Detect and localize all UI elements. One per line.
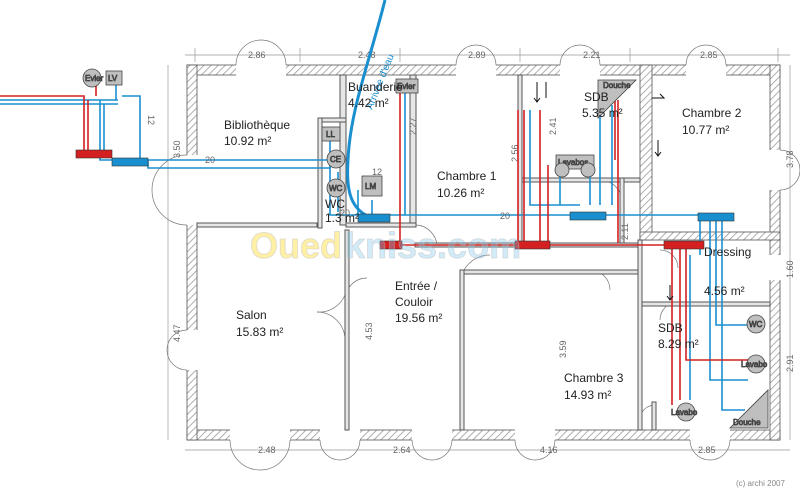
lavabo-left-label: Lavabo xyxy=(671,408,698,417)
dim-right-3: 2.91 xyxy=(785,354,795,372)
lavabos-label: Lavabos xyxy=(558,158,588,167)
dim-int-2: 2.41 xyxy=(548,117,558,135)
room-buanderie-name: Buanderie xyxy=(348,80,403,94)
lavabo-bowl-1 xyxy=(554,162,570,178)
openings xyxy=(186,64,781,441)
room-bibliotheque-name: Bibliothèque xyxy=(224,118,290,132)
hot-manifold-2 xyxy=(379,240,403,250)
room-sdb2-name: SDB xyxy=(658,321,683,335)
ce-fixture xyxy=(326,149,346,169)
dim-top-3: 2.89 xyxy=(468,50,486,60)
dim-left-2: 4.47 xyxy=(172,324,182,342)
evier-buand-fixture xyxy=(395,78,419,94)
lavabo-right-label: Lavabo xyxy=(741,360,768,369)
dim-int-6: 2.11 xyxy=(620,223,630,240)
lv-label: LV xyxy=(108,74,118,83)
room-sdb1-area: 5.35 m² xyxy=(582,106,623,120)
douche2-fixture xyxy=(729,389,769,429)
room-labels: Bibliothèque 10.92 m² Buanderie 4.42 m² … xyxy=(224,80,751,402)
douche1-label: Douche xyxy=(603,81,631,90)
evier-ext-fixture xyxy=(82,68,102,88)
room-sdb2-area: 8.29 m² xyxy=(658,337,699,351)
fixtures: Evier LV Evier LL CE WC LM Lavabos Douch… xyxy=(82,68,769,429)
pipe-d12-wc-label: 12 xyxy=(372,167,382,177)
dim-int-5: 3.59 xyxy=(558,340,568,358)
evier-ext-label: Evier xyxy=(85,74,104,83)
watermark-part1: Oued xyxy=(250,225,342,266)
watermark: Oued kniss.com xyxy=(250,225,522,267)
pipe-d20-wc-label: 20 xyxy=(340,208,350,218)
room-entree-area: 19.56 m² xyxy=(395,311,442,325)
room-chambre2-name: Chambre 2 xyxy=(682,106,742,120)
room-buanderie-area: 4.42 m² xyxy=(348,96,389,110)
cold-manifold-3 xyxy=(569,211,607,221)
lavabo-right-fixture xyxy=(746,354,766,374)
dim-right-2: 1.60 xyxy=(785,260,795,278)
lavabo-left-fixture xyxy=(676,402,696,422)
dim-top-2: 2.48 xyxy=(358,50,376,60)
evier-buand-label: Evier xyxy=(397,82,416,91)
ce-label: CE xyxy=(330,155,341,164)
dim-top-4: 2.21 xyxy=(583,50,601,60)
room-bibliotheque-area: 10.92 m² xyxy=(224,134,271,148)
dim-bottom-1: 2.48 xyxy=(258,445,276,455)
dimension-labels: 2.86 2.48 2.89 2.21 2.85 2.48 2.64 4.16 … xyxy=(172,50,795,455)
wc1-label: WC xyxy=(329,184,343,193)
flow-arrows xyxy=(533,82,674,301)
cold-manifold-2 xyxy=(357,213,391,223)
room-salon-area: 15.83 m² xyxy=(236,325,283,339)
room-chambre1-area: 10.26 m² xyxy=(437,186,484,200)
room-sdb1-name: SDB xyxy=(584,90,609,104)
lm-label: LM xyxy=(365,182,376,191)
wc2-fixture xyxy=(746,314,766,334)
dim-left-1: 3.50 xyxy=(172,140,182,158)
douche1-fixture xyxy=(597,79,637,119)
dim-right-1: 3.78 xyxy=(785,150,795,168)
ll-fixture xyxy=(321,126,341,142)
dim-top-1: 2.86 xyxy=(248,50,266,60)
pipe-d20-top-label: 20 xyxy=(205,155,215,165)
dim-bottom-2: 2.64 xyxy=(393,445,411,455)
hot-manifold-1 xyxy=(75,149,113,159)
cold-manifold-1 xyxy=(111,157,149,167)
room-wc-area: 1.3 m² xyxy=(325,211,359,225)
manifolds xyxy=(75,149,735,250)
cold-manifold-4 xyxy=(697,212,735,222)
dim-top-5: 2.85 xyxy=(700,50,718,60)
room-chambre1-name: Chambre 1 xyxy=(437,169,497,183)
room-chambre2-area: 10.77 m² xyxy=(682,123,729,137)
dim-int-1: 2.27 xyxy=(408,117,418,135)
dimension-lines xyxy=(167,48,791,451)
wc1-fixture xyxy=(326,178,346,198)
room-salon-name: Salon xyxy=(236,308,267,322)
dim-bottom-4: 2.85 xyxy=(698,445,716,455)
dim-int-3: 2.56 xyxy=(510,144,520,162)
room-entree-name1: Entrée / xyxy=(395,279,438,293)
copyright-text: (c) archi 2007 xyxy=(736,479,785,488)
lv-fixture xyxy=(105,70,123,86)
dim-int-4: 4.53 xyxy=(364,322,374,340)
watermark-part2: kniss.com xyxy=(345,225,521,266)
cold-water-pipes xyxy=(0,80,748,411)
room-dressing-name: Dressing xyxy=(704,245,751,259)
room-wc-name: WC xyxy=(325,197,345,211)
room-entree-name2: Couloir xyxy=(395,295,433,309)
wc2-label: WC xyxy=(749,320,763,329)
room-dressing-area: 4.56 m² xyxy=(704,284,745,298)
hot-manifold-4 xyxy=(663,240,705,250)
room-chambre3-name: Chambre 3 xyxy=(564,371,624,385)
ll-label: LL xyxy=(326,130,335,139)
room-chambre3-area: 14.93 m² xyxy=(564,388,611,402)
douche2-label: Douche xyxy=(733,418,761,427)
pipe-d20-mid-label: 20 xyxy=(500,211,510,221)
dim-bottom-3: 4.16 xyxy=(540,445,558,455)
lavabo-bowl-2 xyxy=(580,162,596,178)
water-main-pipe xyxy=(346,0,387,220)
lm-fixture xyxy=(361,175,383,197)
hot-manifold-3 xyxy=(514,240,551,250)
pipe-d12-label: 12 xyxy=(146,115,156,125)
